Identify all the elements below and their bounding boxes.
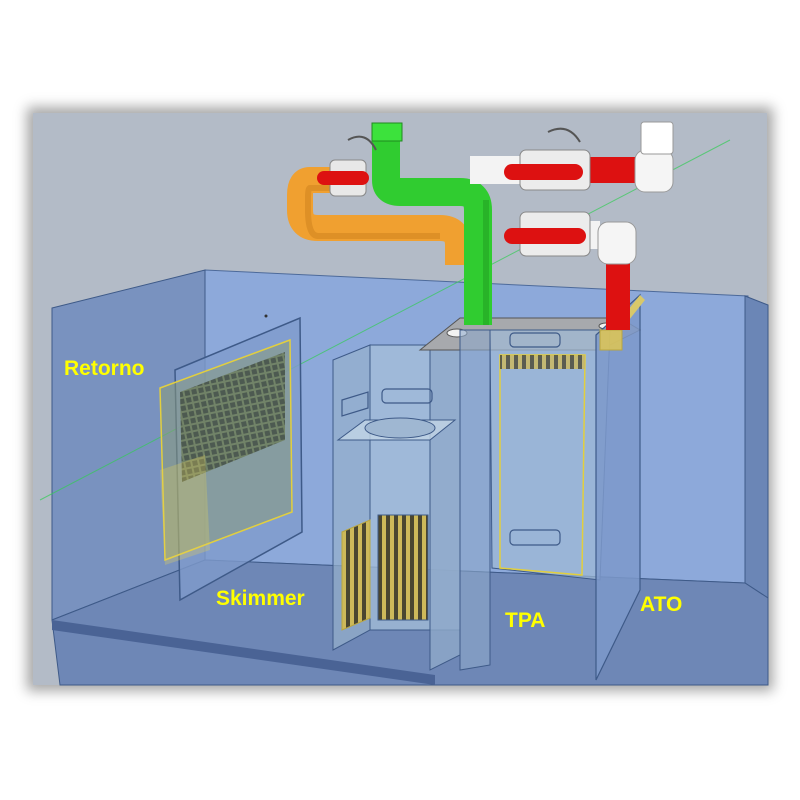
valve-left	[317, 135, 377, 197]
green-pipe	[372, 135, 492, 325]
orange-pipe	[287, 167, 471, 265]
right-elbow-white	[634, 149, 674, 193]
skimmer-window	[341, 391, 369, 417]
return-baffle-glow	[160, 455, 210, 565]
screw-mark	[264, 314, 268, 318]
axis-guide-line	[39, 139, 731, 501]
orange-pipe-shade	[305, 185, 440, 239]
return-mesh-grid	[180, 352, 285, 482]
label-ato: ATO	[640, 593, 682, 616]
ato-inlet-block	[599, 329, 623, 351]
tpa-slot-bottom	[509, 529, 561, 546]
valve-upper-right	[504, 127, 591, 191]
lower-elbow-white	[597, 221, 637, 265]
label-skimmer: Skimmer	[216, 587, 305, 610]
skimmer-shelf-hole	[364, 417, 436, 439]
tank-right-wall	[744, 295, 769, 599]
tpa-slot-top	[509, 332, 561, 348]
label-retorno: Retorno	[64, 357, 145, 380]
green-pipe-cap	[371, 122, 403, 142]
skimmer-intake-slots	[377, 514, 429, 621]
label-tpa: TPA	[505, 609, 545, 632]
skimmer-slot-top	[381, 388, 433, 404]
right-elbow-cap	[640, 121, 674, 155]
skimmer-right-panel	[429, 329, 461, 671]
tank-base-edge	[52, 620, 435, 685]
skimmer-side-slots	[341, 519, 371, 631]
tpa-side-panel	[459, 329, 491, 671]
tpa-top-grid	[500, 355, 585, 369]
valve-lower-right	[504, 211, 591, 257]
